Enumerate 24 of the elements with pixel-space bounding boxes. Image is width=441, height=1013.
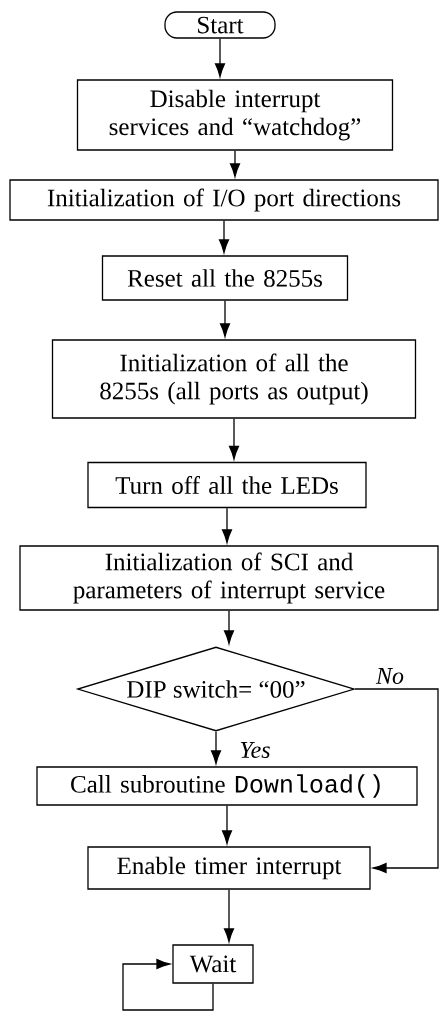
arrow [219, 300, 231, 338]
process-box: Turn off all the LEDs [87, 461, 367, 509]
edge-label: Yes [238, 741, 272, 759]
arrow [218, 220, 230, 254]
arrow [354, 688, 439, 874]
terminal-box: Start [164, 11, 276, 39]
arrow [223, 610, 235, 645]
process-box: Initialization of all the 8255s (all ports as output) [51, 339, 417, 419]
arrow [223, 889, 235, 943]
arrow [228, 418, 240, 460]
edge-label: No [375, 667, 405, 685]
process-box: Disable interrupt services and “watchdog” [76, 79, 394, 151]
arrow [221, 507, 233, 544]
arrow [210, 731, 222, 765]
process-box: Enable timer interrupt [87, 846, 371, 890]
arrow [229, 150, 241, 178]
arrow [221, 805, 233, 845]
process-box: Initialization of SCI and parameters of interrupt service [19, 545, 439, 611]
arrow [214, 38, 226, 78]
process-box: Reset all the 8255s [101, 255, 349, 301]
process-box: Call subroutine Download() [36, 766, 418, 806]
arrow [122, 958, 214, 1011]
process-box: Wait [172, 944, 254, 984]
process-box: Initialization of I/O port directions [9, 179, 439, 221]
